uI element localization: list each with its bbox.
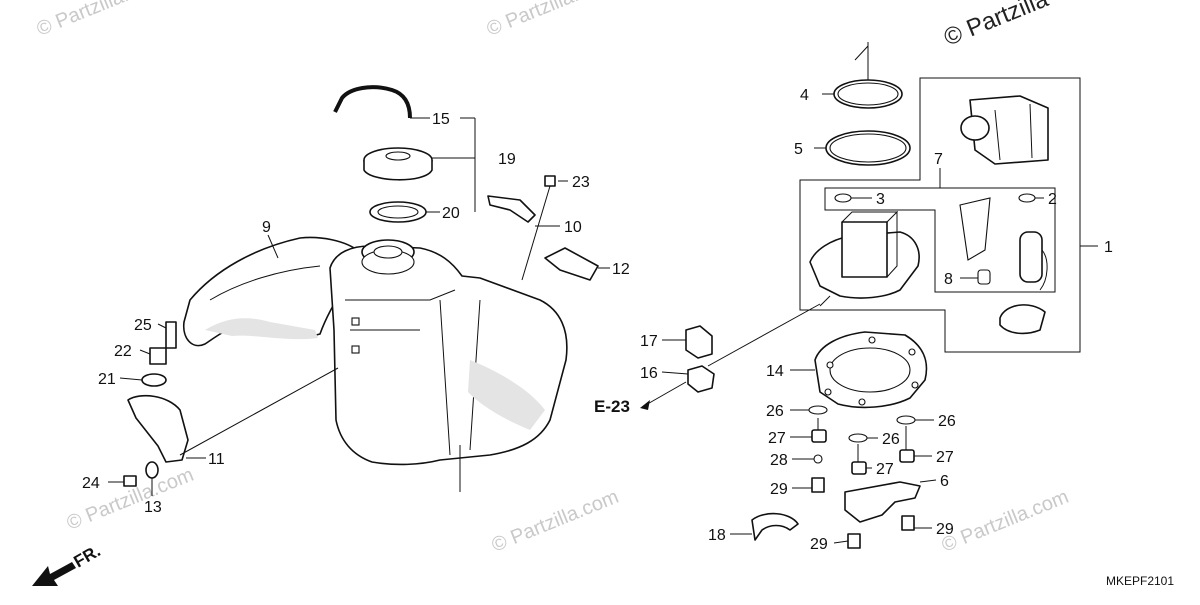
fuel-pump-assembly [799, 77, 1081, 353]
clamps-16-17 [685, 303, 821, 393]
callout-17[interactable]: 17 [640, 333, 658, 350]
watermark-top-center: © Partzilla.com [484, 0, 617, 41]
callout-1[interactable]: 1 [1104, 239, 1113, 256]
callout-18[interactable]: 18 [708, 527, 726, 544]
callout-27-left[interactable]: 27 [768, 430, 786, 447]
leader-lines [108, 93, 1098, 544]
callout-26-left[interactable]: 26 [766, 403, 784, 420]
front-direction-label: FR. [71, 541, 104, 571]
watermarks: © Partzilla.com © Partzilla.com © Partzi… [34, 0, 1072, 557]
callout-19[interactable]: 19 [498, 151, 516, 168]
pump-fasteners [808, 405, 921, 549]
callout-2[interactable]: 2 [1048, 191, 1057, 208]
reference-label-e23: E-23 [594, 397, 630, 416]
callout-14[interactable]: 14 [766, 363, 784, 380]
callout-5[interactable]: 5 [794, 141, 803, 158]
callout-24[interactable]: 24 [82, 475, 100, 492]
callout-4[interactable]: 4 [800, 87, 809, 104]
callout-10[interactable]: 10 [564, 219, 582, 236]
callout-16[interactable]: 16 [640, 365, 658, 382]
callout-28[interactable]: 28 [770, 452, 788, 469]
watermark-top-left: © Partzilla.com [34, 0, 167, 41]
left-small-parts [123, 85, 599, 487]
callout-21[interactable]: 21 [98, 371, 116, 388]
section-reference: E-23 [594, 381, 687, 416]
pump-gasket [814, 331, 928, 409]
callout-13[interactable]: 13 [144, 499, 162, 516]
callout-29-right[interactable]: 29 [936, 521, 954, 538]
callout-9[interactable]: 9 [262, 219, 271, 236]
callout-15[interactable]: 15 [432, 111, 450, 128]
watermark-bottom-center: © Partzilla.com [489, 486, 622, 557]
callout-20[interactable]: 20 [442, 205, 460, 222]
diagram-code: MKEPF2101 [1106, 574, 1174, 588]
callout-7[interactable]: 7 [934, 151, 943, 168]
callout-23[interactable]: 23 [572, 174, 590, 191]
callout-11[interactable]: 11 [208, 451, 225, 468]
callout-22[interactable]: 22 [114, 343, 132, 360]
callout-25[interactable]: 25 [134, 317, 152, 334]
callout-3[interactable]: 3 [876, 191, 885, 208]
callout-27-center[interactable]: 27 [876, 461, 894, 478]
callout-26-right[interactable]: 26 [938, 413, 956, 430]
tank-cover [182, 236, 361, 347]
callout-29-left[interactable]: 29 [770, 481, 788, 498]
callout-12[interactable]: 12 [612, 261, 630, 278]
fuel-tank [329, 239, 568, 466]
o-rings [825, 42, 911, 166]
callout-labels: 1 2 3 4 5 6 7 8 9 10 11 12 13 14 15 16 1… [82, 87, 1113, 553]
watermark-top-right: © Partzilla [940, 0, 1052, 52]
callout-29-bottom[interactable]: 29 [810, 536, 828, 553]
hose-clamp-18 [751, 512, 799, 541]
callout-27-right[interactable]: 27 [936, 449, 954, 466]
callout-6[interactable]: 6 [940, 473, 949, 490]
front-direction-arrow: FR. [32, 541, 104, 586]
callout-26-center[interactable]: 26 [882, 431, 900, 448]
watermark-bottom-right: © Partzilla.com [939, 486, 1072, 557]
callout-8[interactable]: 8 [944, 271, 953, 288]
